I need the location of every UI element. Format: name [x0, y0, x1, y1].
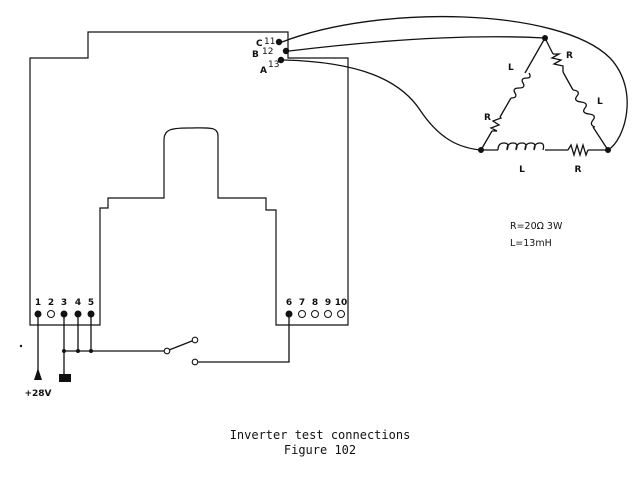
- label-r-right: R: [566, 51, 573, 61]
- pin-label-5: 5: [88, 298, 94, 308]
- wire-c: [281, 15, 628, 151]
- terminal-a-pin: 13: [268, 60, 279, 70]
- label-l-bottom: L: [519, 165, 525, 175]
- label-l-right: L: [597, 97, 603, 107]
- resistor-spec: R=20Ω 3W: [510, 221, 563, 232]
- figure-number: Figure 102: [283, 443, 357, 457]
- pin-7: [298, 310, 306, 318]
- output-wires: [281, 15, 628, 151]
- delta-load: R L R L L R: [478, 35, 611, 175]
- resistor-right: [550, 53, 564, 72]
- pin-label-1: 1: [35, 298, 41, 308]
- pin-10: [337, 310, 345, 318]
- stray-mark: [19, 344, 23, 348]
- inductor-left: [510, 72, 531, 99]
- inductor-spec: L=13mH: [510, 238, 552, 249]
- label-r-left: R: [484, 113, 491, 123]
- terminal-b: [282, 47, 290, 55]
- terminal-c: [275, 38, 283, 46]
- terminal-a-letter: A: [260, 66, 267, 76]
- connector-left: 1 2 3 4 5: [34, 298, 95, 318]
- terminal-c-letter: C: [256, 39, 263, 49]
- switch-contact-upper: [191, 336, 199, 344]
- switch-contact-lower: [191, 358, 199, 366]
- switch-common-contact: [163, 347, 171, 355]
- pin-label-7: 7: [299, 298, 305, 308]
- junction-4: [76, 349, 80, 353]
- junction-5: [89, 349, 93, 353]
- wire-b: [288, 36, 546, 52]
- pin-8: [311, 310, 319, 318]
- connector-right: 6 7 8 9 10: [285, 298, 348, 318]
- terminal-a: [277, 56, 285, 64]
- pin-label-9: 9: [325, 298, 331, 308]
- right-side-wire: [544, 37, 609, 151]
- inductor-bottom: [497, 142, 545, 151]
- left-side-wire: [480, 37, 546, 151]
- output-terminals: C 11 B 12 A 13: [252, 37, 290, 76]
- resistor-left: [489, 116, 503, 132]
- pin-label-10: 10: [335, 298, 348, 308]
- pin-9: [324, 310, 332, 318]
- label-l-left: L: [508, 63, 514, 73]
- wire-pin6: [198, 314, 290, 363]
- inverter-outline: [29, 31, 349, 326]
- supply-wiring: +28V: [24, 314, 290, 399]
- pin-label-2: 2: [48, 298, 54, 308]
- wire-a: [283, 59, 482, 151]
- pin-label-3: 3: [61, 298, 67, 308]
- terminal-b-pin: 12: [262, 47, 273, 57]
- pin-2: [47, 310, 55, 318]
- figure-title: Inverter test connections: [229, 428, 411, 442]
- junction-3: [62, 349, 66, 353]
- terminal-c-pin: 11: [264, 37, 275, 47]
- pin-label-4: 4: [75, 298, 81, 308]
- terminal-b-letter: B: [252, 50, 259, 60]
- ground-icon: [59, 374, 71, 382]
- pin-label-8: 8: [312, 298, 318, 308]
- resistor-bottom: [567, 142, 589, 158]
- inductor-right: [572, 89, 596, 128]
- supply-arrow: [34, 368, 42, 380]
- supply-label: +28V: [24, 389, 51, 399]
- pin-label-6: 6: [286, 298, 292, 308]
- switch-blade: [168, 340, 193, 351]
- label-r-bottom: R: [575, 165, 582, 175]
